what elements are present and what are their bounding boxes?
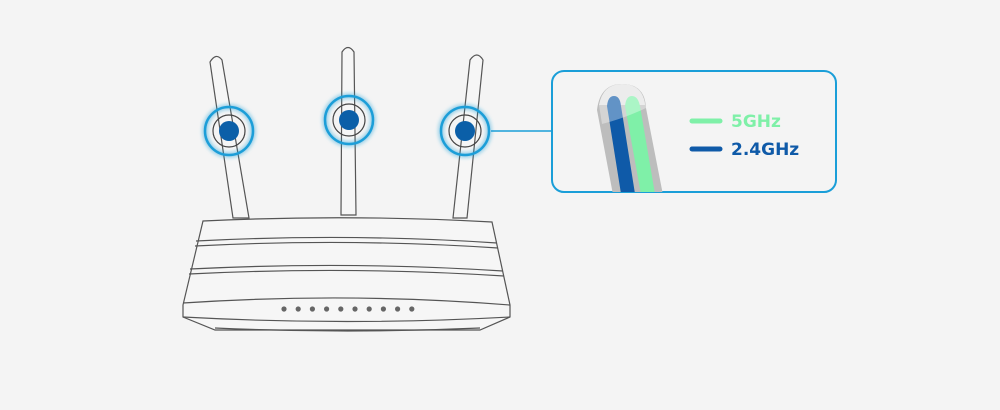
led-icon (309, 306, 315, 312)
led-icon (409, 306, 415, 312)
led-icon (352, 306, 358, 312)
signal-dot-icon (219, 121, 239, 141)
signal-dot-icon (339, 110, 359, 130)
antenna-closeup (597, 84, 664, 192)
signal-dot-icon (455, 121, 475, 141)
led-icon (380, 306, 386, 312)
legend-item-5ghz: 5GHz (689, 112, 781, 132)
led-row (281, 306, 415, 312)
signal-right (439, 105, 491, 157)
led-icon (324, 306, 330, 312)
legend-label-5ghz: 5GHz (731, 112, 781, 132)
led-icon (338, 306, 344, 312)
legend-label-2-4ghz: 2.4GHz (731, 140, 799, 160)
signal-middle (323, 94, 375, 146)
legend-item-2-4ghz: 2.4GHz (689, 140, 799, 160)
led-icon (281, 306, 287, 312)
callout-box: 5GHz 2.4GHz (551, 70, 837, 193)
led-icon (366, 306, 372, 312)
led-icon (295, 306, 301, 312)
antenna-middle (340, 46, 357, 216)
router-body (182, 217, 511, 332)
signal-left (203, 105, 255, 157)
led-icon (395, 306, 401, 312)
